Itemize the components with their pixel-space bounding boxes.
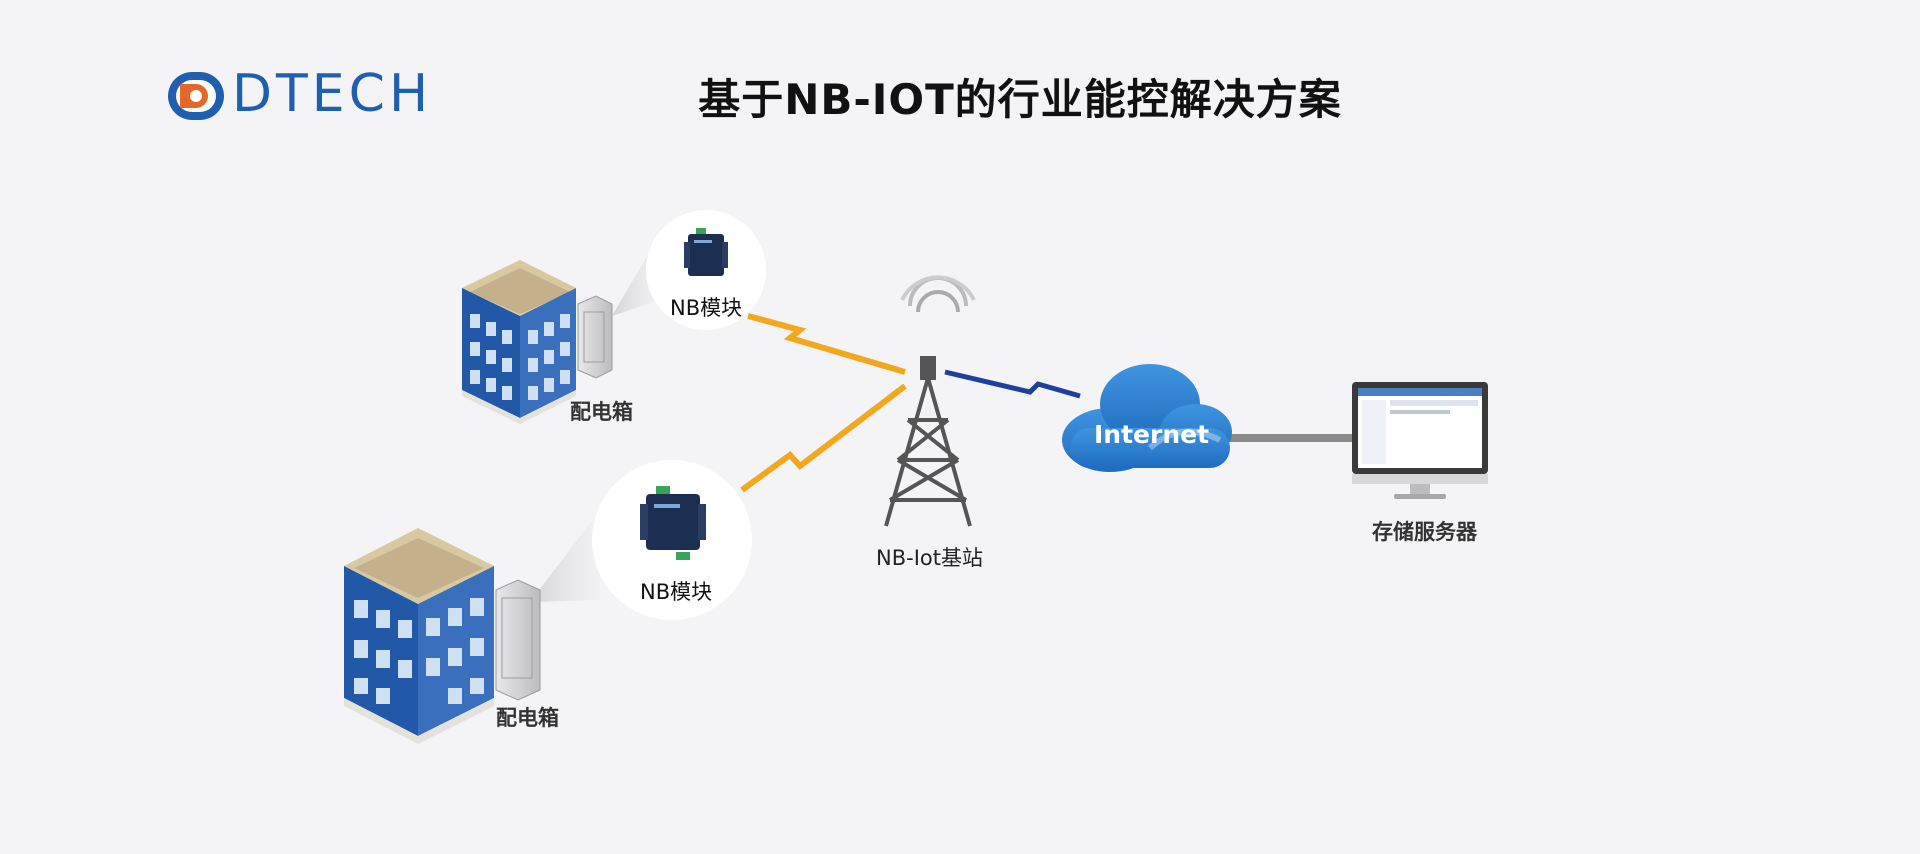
module-top-label: NB模块 [670,296,743,320]
building-bottom [344,528,494,744]
wireless-link-top [747,313,906,375]
link-tower-cloud [944,369,1081,399]
cabinet-bottom [495,579,541,701]
nb-module-device-bottom-icon [640,486,706,560]
tower-label: NB-Iot基站 [876,546,983,570]
dtech-logo-icon [168,72,224,120]
building-bottom-label: 配电箱 [496,706,559,730]
wireless-link-bottom [740,383,907,493]
logo-text: DTECH [232,64,433,124]
cloud-label: Internet [1094,420,1210,449]
zoom-beam-bottom [530,510,600,602]
cabinet-top [577,295,613,379]
storage-server-monitor-icon [1352,382,1488,499]
nb-module-device-top-icon [684,228,728,276]
internet-cloud-icon [1062,364,1232,472]
page-title: 基于NB-IOT的行业能控解决方案 [698,75,1342,124]
module-bottom-label: NB模块 [640,580,713,604]
zoom-beam-top [612,234,660,316]
server-label: 存储服务器 [1372,520,1477,544]
building-top-label: 配电箱 [570,400,633,424]
nb-iot-tower-icon [884,275,976,527]
building-top [462,260,576,424]
